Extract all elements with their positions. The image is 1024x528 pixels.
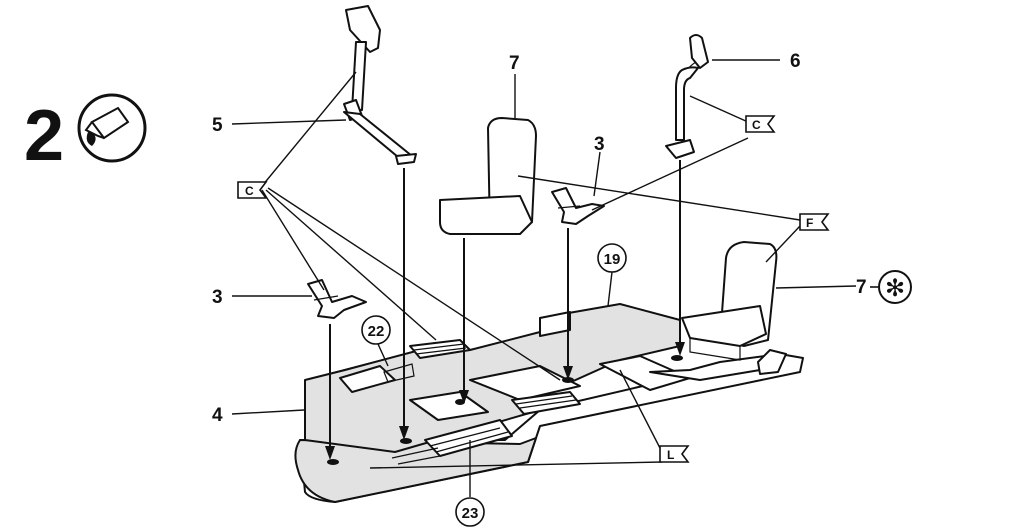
callout-part-6: 6 (790, 51, 801, 72)
callout-part-3-left: 3 (212, 287, 223, 308)
base-chassis (294, 303, 804, 503)
svg-text:19: 19 (604, 251, 621, 268)
callout-part-4: 4 (212, 405, 223, 426)
svg-text:23: 23 (462, 505, 479, 522)
step-number: 2 (24, 96, 64, 176)
callout-part-7-right: 7 (856, 277, 867, 298)
callout-part-3-right: 3 (594, 134, 605, 155)
svg-text:L: L (667, 448, 674, 462)
svg-text:F: F (806, 216, 813, 230)
circled-callout-19: 19 (597, 243, 627, 273)
glue-tube-icon (77, 93, 147, 163)
shifter-part (665, 34, 709, 159)
lever-part (343, 5, 417, 165)
svg-text:C: C (245, 184, 254, 198)
rear-seat-installed (681, 241, 778, 361)
svg-text:C: C (752, 118, 761, 132)
circled-callout-23: 23 (455, 497, 485, 527)
color-flag-f: F (799, 213, 830, 231)
bracket-part-right (551, 187, 605, 225)
assembly-arrows (325, 160, 685, 460)
callout-part-5: 5 (212, 115, 223, 136)
circled-callout-22: 22 (361, 315, 391, 345)
svg-text:✻: ✻ (885, 274, 905, 302)
seat-part (439, 117, 537, 235)
color-flag-c-left: C (237, 181, 268, 199)
color-flag-l: L (659, 445, 690, 463)
color-flag-c-right: C (745, 115, 776, 133)
optional-marker-icon: ✻ (870, 270, 912, 304)
callout-part-7-seat: 7 (509, 53, 520, 74)
bracket-part-left (307, 279, 367, 319)
svg-text:22: 22 (368, 323, 385, 340)
leader-lines (231, 59, 857, 497)
